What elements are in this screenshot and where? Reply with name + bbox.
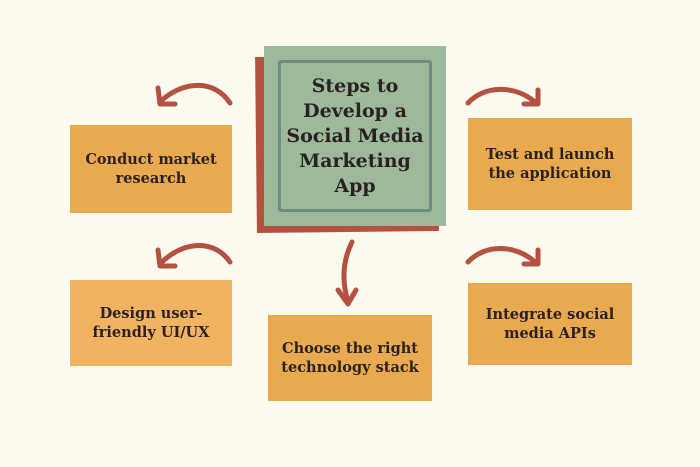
- title-text: Steps to Develop a Social Media Marketin…: [278, 60, 432, 212]
- arrow-icon-top-right: [465, 86, 541, 107]
- step-design-ui-ux: Design user-friendly UI/UX: [70, 280, 232, 366]
- step-choose-technology-stack: Choose the right technology stack: [268, 315, 432, 401]
- arrow-icon-mid-left: [155, 243, 233, 269]
- title-card: Steps to Develop a Social Media Marketin…: [264, 46, 446, 226]
- step-conduct-market-research: Conduct market research: [70, 125, 232, 213]
- step-integrate-social-apis: Integrate social media APIs: [468, 283, 632, 365]
- arrow-icon-top-left: [155, 82, 233, 107]
- arrow-icon-mid-right: [465, 246, 541, 267]
- step-test-and-launch: Test and launch the application: [468, 118, 632, 210]
- arrow-icon-center-down: [335, 239, 359, 307]
